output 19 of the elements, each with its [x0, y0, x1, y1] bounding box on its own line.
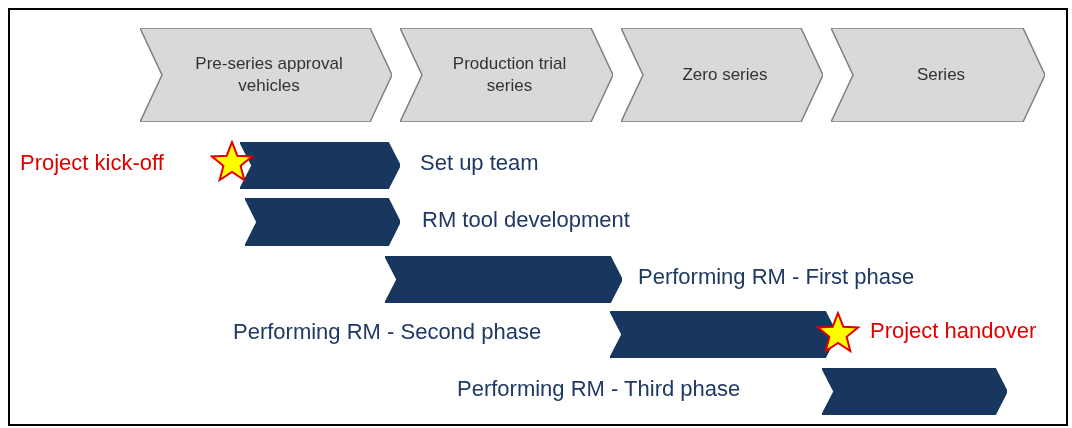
milestone-label: Project handover: [870, 318, 1037, 344]
task-label: Set up team: [420, 150, 539, 176]
phase-label: Series: [916, 63, 966, 86]
phase-header: [621, 28, 823, 122]
task-chevron-bar: [822, 368, 1007, 415]
phase-label: Production trial series: [451, 52, 568, 97]
phase-label: Pre-series approval vehicles: [194, 52, 344, 97]
task-label: RM tool development: [422, 207, 630, 233]
task-chevron-bar: [245, 198, 400, 246]
task-label: Performing RM - First phase: [638, 264, 915, 290]
phase-header: [831, 28, 1045, 122]
phase-label: Zero series: [682, 63, 768, 86]
task-chevron-bar: [240, 142, 400, 189]
milestone-label: Project kick-off: [20, 150, 164, 176]
phase-header: [400, 28, 613, 122]
task-label: Performing RM - Second phase: [233, 319, 542, 345]
phase-header: [140, 28, 392, 122]
task-label: Performing RM - Third phase: [457, 376, 741, 402]
task-chevron-bar: [385, 256, 622, 303]
